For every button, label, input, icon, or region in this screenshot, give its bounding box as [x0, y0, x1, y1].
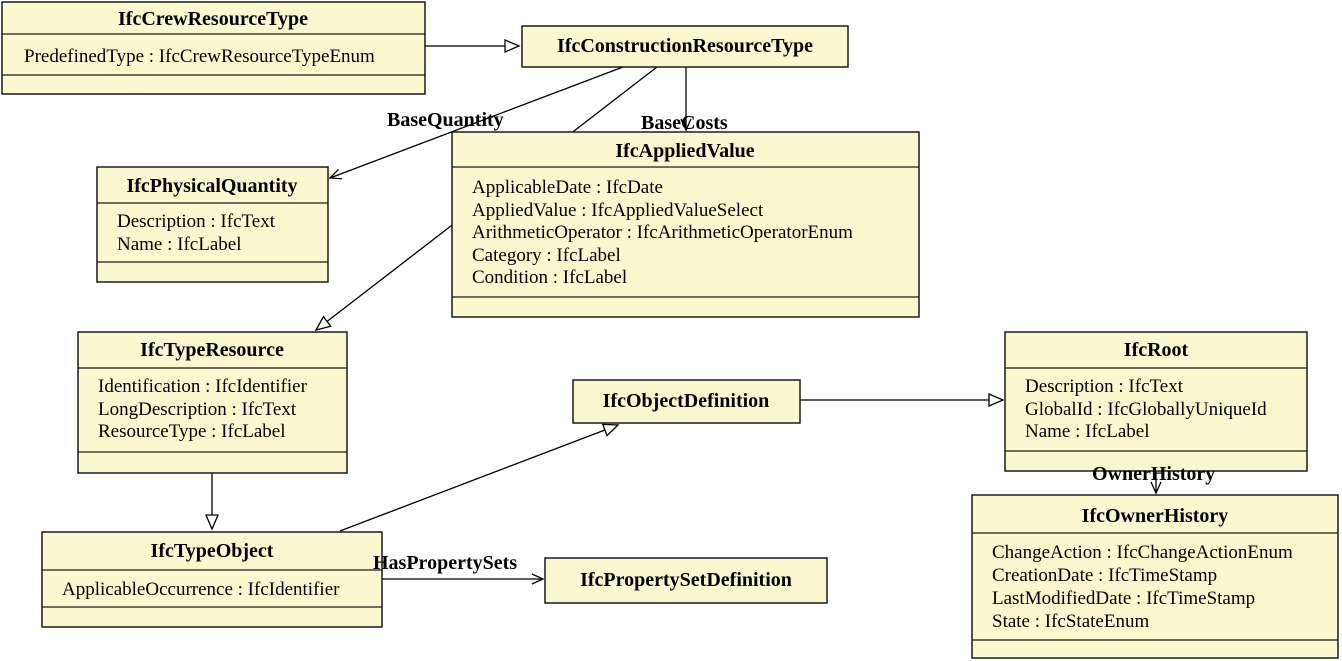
class-box — [572, 379, 801, 424]
class-attribute: Category : IfcLabel — [472, 245, 621, 266]
class-title: IfcConstructionResourceType — [557, 35, 813, 57]
class-attribute: PredefinedType : IfcCrewResourceTypeEnum — [24, 46, 375, 67]
class-ifcappliedvalue[interactable]: IfcAppliedValue ApplicableDate : IfcDate… — [451, 131, 920, 318]
class-title: IfcCrewResourceType — [118, 8, 308, 30]
class-attribute: AppliedValue : IfcAppliedValueSelect — [472, 200, 764, 221]
edge-generalization-typeobject-to-objectdefinition — [339, 423, 620, 532]
class-attribute: Name : IfcLabel — [1025, 421, 1149, 442]
class-title: IfcRoot — [1124, 339, 1189, 361]
class-ifcconstructionresourcetype[interactable]: IfcConstructionResourceType — [521, 25, 849, 68]
class-title: IfcTypeObject — [151, 540, 274, 562]
class-ifcroot[interactable]: IfcRoot Description : IfcText GlobalId :… — [1004, 331, 1308, 472]
class-title: IfcAppliedValue — [615, 140, 754, 162]
class-title: IfcPhysicalQuantity — [126, 175, 297, 197]
class-title: IfcTypeResource — [140, 339, 284, 361]
class-title: IfcObjectDefinition — [603, 390, 770, 412]
class-attribute: LongDescription : IfcText — [98, 399, 297, 420]
edge-labels: BaseQuantity BaseCosts HasPropertySets O… — [373, 109, 1215, 574]
class-box — [96, 166, 329, 283]
class-title: IfcPropertySetDefinition — [580, 569, 792, 591]
class-box — [41, 531, 383, 628]
class-attribute: ApplicableOccurrence : IfcIdentifier — [62, 579, 340, 600]
edge-label-basequantity: BaseQuantity — [387, 109, 504, 131]
class-attribute: Name : IfcLabel — [117, 234, 241, 255]
class-attribute: Description : IfcText — [1025, 376, 1184, 397]
class-box — [544, 557, 828, 604]
class-box — [451, 131, 920, 318]
edge-label-haspropertysets: HasPropertySets — [373, 552, 517, 574]
class-attribute: State : IfcStateEnum — [992, 611, 1149, 632]
class-box — [1004, 331, 1308, 472]
class-ifcobjectdefinition[interactable]: IfcObjectDefinition — [572, 379, 801, 424]
class-attribute: LastModifiedDate : IfcTimeStamp — [992, 588, 1255, 609]
class-ifctyperesource[interactable]: IfcTypeResource Identification : IfcIden… — [77, 331, 348, 474]
edge-association-basequantity — [328, 66, 624, 180]
class-box — [521, 25, 849, 68]
class-attribute: Identification : IfcIdentifier — [98, 376, 308, 397]
class-attribute: GlobalId : IfcGloballyUniqueId — [1025, 399, 1267, 420]
class-attribute: Condition : IfcLabel — [472, 267, 627, 288]
class-attribute: CreationDate : IfcTimeStamp — [992, 565, 1217, 586]
class-ifcphysicalquantity[interactable]: IfcPhysicalQuantity Description : IfcTex… — [96, 166, 329, 283]
class-attribute: ResourceType : IfcLabel — [98, 421, 286, 442]
edge-label-basecosts: BaseCosts — [641, 112, 728, 134]
class-ifctypeobject[interactable]: IfcTypeObject ApplicableOccurrence : Ifc… — [41, 531, 383, 628]
class-box — [971, 494, 1339, 659]
class-ifccrewresourcetype[interactable]: IfcCrewResourceType PredefinedType : Ifc… — [1, 1, 426, 95]
class-ifcpropertysetdefinition[interactable]: IfcPropertySetDefinition — [544, 557, 828, 604]
edge-label-ownerhistory: OwnerHistory — [1092, 463, 1215, 485]
class-attribute: ArithmeticOperator : IfcArithmeticOperat… — [472, 222, 853, 243]
class-ifcownerhistory[interactable]: IfcOwnerHistory ChangeAction : IfcChange… — [971, 494, 1339, 659]
class-box — [1, 1, 426, 95]
edges — [205, 39, 1162, 585]
class-box — [77, 331, 348, 474]
class-title: IfcOwnerHistory — [1082, 505, 1229, 527]
class-attribute: ApplicableDate : IfcDate — [472, 177, 663, 198]
class-attribute: ChangeAction : IfcChangeActionEnum — [992, 542, 1293, 563]
class-attribute: Description : IfcText — [117, 211, 276, 232]
